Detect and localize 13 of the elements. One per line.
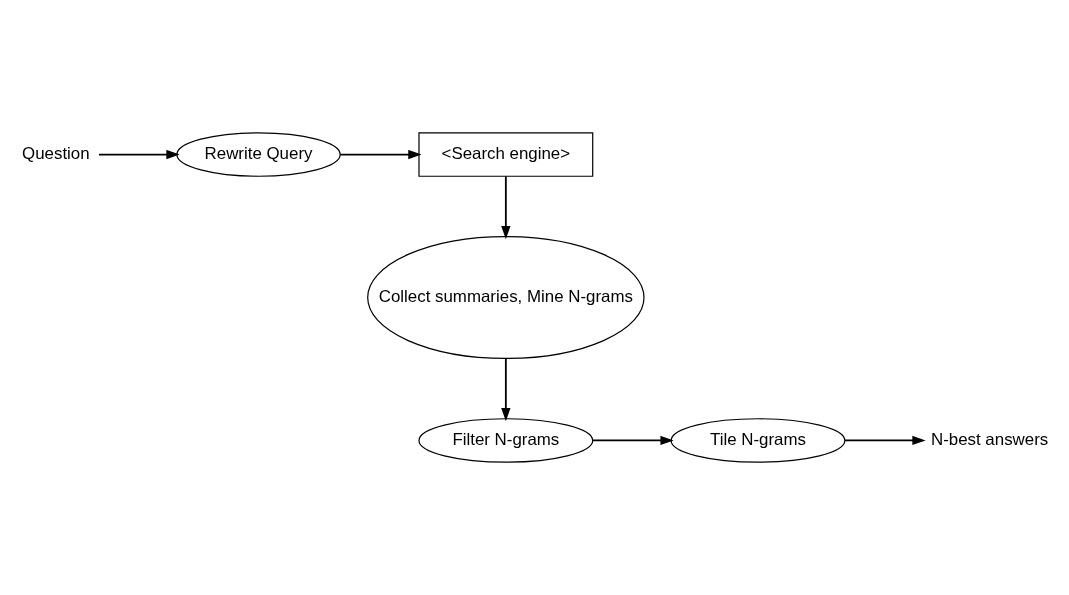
- arrow: [501, 175, 511, 240]
- node-text: Question: [22, 144, 90, 163]
- arrow: [843, 435, 926, 446]
- node-ellipse: Rewrite Query: [176, 132, 341, 177]
- arrow: [98, 149, 180, 160]
- node-text: N-best answers: [931, 429, 1049, 449]
- arrow: [501, 357, 511, 422]
- arrow: [592, 435, 674, 446]
- node-ellipse: Filter N-grams: [418, 418, 594, 463]
- node-ellipse: Collect summaries, Mine N-grams: [367, 235, 645, 360]
- node-box: <Search engine>: [418, 132, 594, 177]
- node-ellipse: Tile N-grams: [670, 418, 846, 463]
- arrow: [339, 149, 422, 160]
